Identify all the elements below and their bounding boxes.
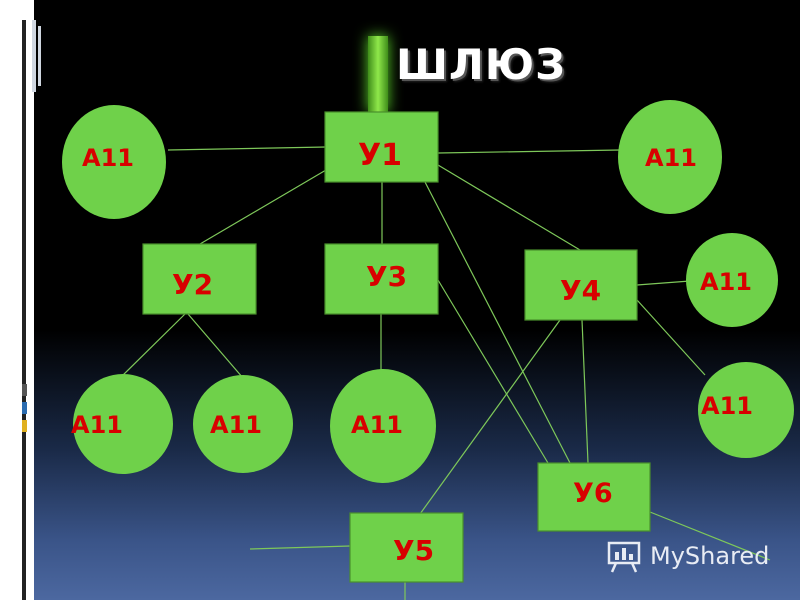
node-labels: У1 У2 У3 У4 У6 У5 А11 А11 А11 А11 А11 А1… — [71, 138, 753, 567]
edge-u2-a-bottom-2 — [187, 313, 244, 379]
box-nodes — [142, 111, 651, 583]
edge-u4-a-right-mid — [636, 280, 691, 286]
node-u5 — [349, 512, 464, 583]
edge-u1-u2 — [199, 169, 327, 245]
edge-u1-u6 — [424, 181, 571, 464]
top-bars-decoration — [32, 20, 41, 92]
edge-u4-a-right-low — [636, 299, 706, 376]
label-u6: У6 — [573, 478, 613, 509]
node-a-bottom-2 — [193, 375, 293, 473]
edge-u4-u5 — [419, 319, 561, 515]
presentation-board-icon — [607, 541, 641, 573]
title-accent-bar — [368, 36, 388, 112]
strip-square-yellow — [22, 420, 27, 432]
edge-u2-a-bottom-1 — [119, 313, 186, 379]
node-a-top-left — [62, 105, 166, 219]
label-u3: У3 — [366, 260, 407, 293]
watermark: MyShared — [606, 536, 769, 576]
edge-u5-offscreen-left — [249, 545, 351, 550]
edge-u1-u4 — [437, 164, 581, 251]
label-a-bottom-2: А11 — [210, 411, 262, 439]
label-a-right-low: А11 — [701, 392, 753, 420]
page-title: ШЛЮЗ — [396, 40, 566, 89]
circle-nodes — [62, 100, 794, 483]
edge-u6-offscreen — [649, 511, 771, 561]
node-u4 — [524, 249, 638, 321]
label-a-top-left: А11 — [82, 144, 134, 172]
strip-square-blue — [22, 402, 27, 414]
edge-u3-u6 — [437, 279, 549, 464]
node-a-right-low — [698, 362, 794, 458]
label-a-bottom-3: А11 — [351, 411, 403, 439]
edge-u1-a-top-right — [437, 149, 621, 154]
label-a-top-right: А11 — [645, 144, 697, 172]
label-u1: У1 — [358, 138, 402, 173]
label-u5: У5 — [393, 534, 434, 567]
edges — [119, 146, 771, 600]
node-a-right-mid — [686, 233, 778, 327]
label-a-bottom-1: А11 — [71, 411, 123, 439]
strip-vertical-line — [22, 20, 26, 600]
label-a-right-mid: А11 — [700, 268, 752, 296]
label-u2: У2 — [172, 268, 213, 301]
node-a-top-right — [618, 100, 722, 214]
left-decoration-strip — [0, 0, 34, 600]
edge-u4-u6 — [581, 319, 589, 464]
node-a-bottom-3 — [330, 369, 436, 483]
node-u3 — [324, 243, 439, 315]
node-u6 — [537, 462, 651, 532]
edge-u1-a-top-left — [167, 146, 327, 151]
node-u2 — [142, 243, 257, 315]
node-a-bottom-1 — [73, 374, 173, 474]
watermark-text: MyShared — [650, 542, 770, 570]
label-u4: У4 — [560, 274, 601, 307]
node-u1 — [324, 111, 439, 183]
strip-square-gray — [22, 384, 27, 396]
